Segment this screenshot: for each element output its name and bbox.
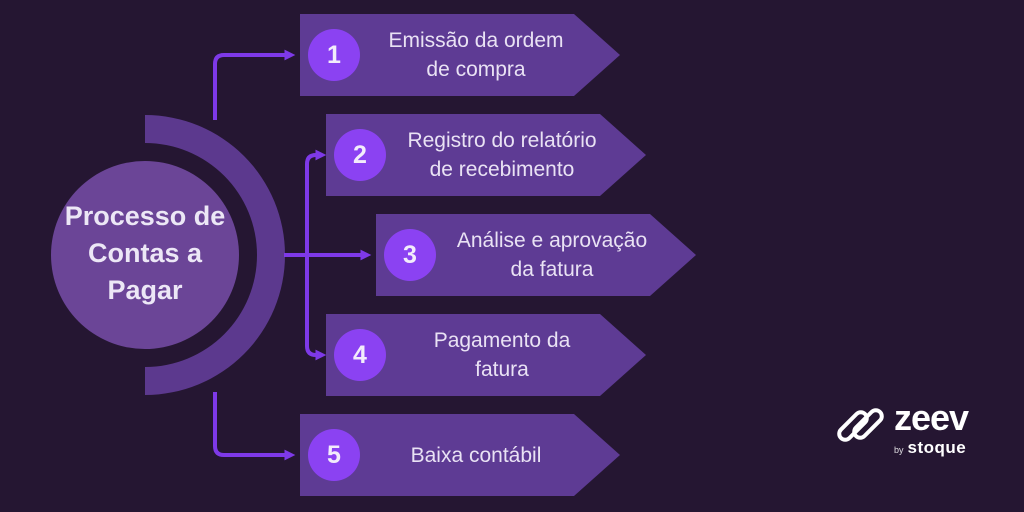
step-label-5: Baixa contábil	[364, 414, 588, 496]
step-label-4-line1: Pagamento da	[433, 329, 571, 352]
step-label-3-line2: da fatura	[510, 258, 594, 281]
byline-prefix: by	[894, 445, 904, 455]
step-banner-3: 3 Análise e aprovação da fatura	[376, 214, 696, 296]
step-label-3: Análise e aprovação da fatura	[440, 214, 664, 296]
process-title-line3: Pagar	[107, 275, 183, 305]
byline-company: stoque	[907, 438, 967, 457]
step-label-1: Emissão da ordem de compra	[364, 14, 588, 96]
step-number-5: 5	[308, 429, 360, 481]
step-banner-4: 4 Pagamento da fatura	[326, 314, 646, 396]
step-label-1-line2: de compra	[426, 58, 526, 81]
zeev-logo-text: zeev by stoque	[894, 397, 969, 458]
zeev-brand-name: zeev	[894, 397, 969, 438]
center-arc	[145, 115, 285, 395]
connector-step-5	[213, 392, 296, 461]
step-banner-1: 1 Emissão da ordem de compra	[300, 14, 620, 96]
step-number-1: 1	[308, 29, 360, 81]
step-label-4-line2: fatura	[475, 358, 529, 381]
step-label-2-line1: Registro do relatório	[407, 129, 597, 152]
step-label-2-line2: de recebimento	[429, 158, 575, 181]
process-title-line1: Processo de	[64, 201, 226, 231]
connector-step-2	[305, 149, 327, 255]
step-label-4: Pagamento da fatura	[390, 314, 614, 396]
step-label-5-line1: Baixa contábil	[410, 443, 542, 467]
step-label-2: Registro do relatório de recebimento	[390, 114, 614, 196]
step-label-1-line1: Emissão da ordem	[388, 29, 564, 52]
step-banner-5: 5 Baixa contábil	[300, 414, 620, 496]
center-circle	[51, 161, 239, 349]
connector-step-4	[305, 255, 327, 361]
zeev-logo: zeev by stoque	[836, 397, 969, 458]
process-title-line2: Contas a	[87, 238, 203, 268]
zeev-byline: by stoque	[894, 438, 968, 458]
step-number-4: 4	[334, 329, 386, 381]
step-number-2: 2	[334, 129, 386, 181]
zeev-logo-icon	[837, 408, 884, 442]
process-title: Processo de Contas a Pagar	[45, 198, 245, 309]
step-banner-2: 2 Registro do relatório de recebimento	[326, 114, 646, 196]
step-number-3: 3	[384, 229, 436, 281]
connector-step-1	[213, 49, 296, 120]
step-label-3-line1: Análise e aprovação	[456, 229, 648, 252]
